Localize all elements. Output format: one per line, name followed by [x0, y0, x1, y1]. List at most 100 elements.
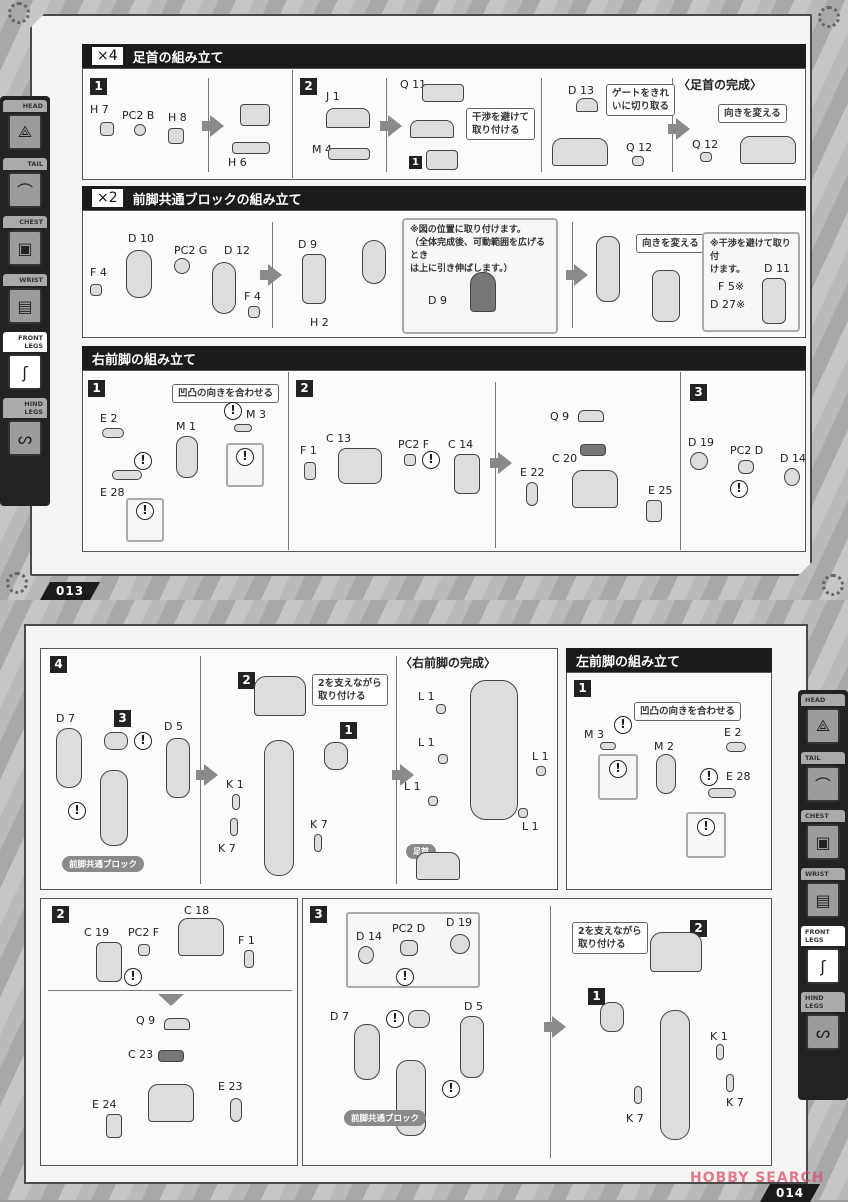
part-illustration [174, 258, 190, 274]
warning-icon: ! [386, 1010, 404, 1028]
side-tab-wrist[interactable]: WRIST▤ [3, 274, 47, 324]
step-arrow [544, 1016, 566, 1038]
part-illustration [470, 272, 496, 312]
side-tab-tail[interactable]: TAIL⌒ [801, 752, 845, 802]
part-illustration [168, 128, 184, 144]
part-label: PC2 D [730, 444, 764, 457]
front-legs-icon: ʃ [8, 354, 42, 390]
callout-change-orientation: 向きを変える [636, 234, 705, 253]
chest-icon: ▣ [806, 824, 840, 860]
right-leg-steps-box [82, 370, 806, 552]
step-arrow [668, 118, 690, 140]
part-label: C 18 [184, 904, 210, 917]
part-illustration [576, 98, 598, 112]
step-arrow [566, 264, 588, 286]
section-header-left-front-leg: 左前脚の組み立て [566, 648, 772, 672]
watermark: HOBBY SEARCH [690, 1170, 825, 1186]
step-number: 1 [88, 380, 105, 397]
side-tab-head[interactable]: HEAD⟁ [3, 100, 47, 150]
completion-title: 〈右前脚の完成〉 [400, 656, 497, 670]
part-illustration [96, 942, 122, 982]
part-illustration [726, 1074, 734, 1092]
part-illustration [148, 1084, 194, 1122]
part-illustration [324, 742, 348, 770]
gear-icon [8, 2, 30, 24]
warning-icon: ! [700, 768, 718, 786]
warning-icon: ! [134, 452, 152, 470]
part-illustration [652, 270, 680, 322]
wrist-icon: ▤ [8, 288, 42, 324]
part-label: F 4 [90, 266, 107, 279]
step-ref-badge: 1 [340, 722, 357, 739]
part-illustration [660, 1010, 690, 1140]
part-illustration [416, 852, 460, 880]
part-label: D 11 [764, 262, 790, 275]
section-title: 前脚共通ブロックの組み立て [132, 192, 302, 208]
part-label: D 19 [688, 436, 714, 449]
tail-icon: ⌒ [8, 172, 42, 208]
step-ref-badge: 1 [409, 156, 422, 169]
part-illustration [650, 932, 702, 972]
part-label: J 1 [326, 90, 340, 103]
part-label: E 2 [724, 726, 742, 739]
part-label: C 14 [448, 438, 474, 451]
part-illustration [100, 770, 128, 846]
part-label: H 2 [310, 316, 329, 329]
step-number: 1 [574, 680, 591, 697]
part-illustration [634, 1086, 642, 1104]
part-illustration [244, 950, 254, 968]
part-illustration [656, 754, 676, 794]
side-tab-tail[interactable]: TAIL⌒ [3, 158, 47, 208]
part-label: H 7 [90, 103, 109, 116]
part-label: PC2 G [174, 244, 208, 257]
side-tab-wrist[interactable]: WRIST▤ [801, 868, 845, 918]
warning-icon: ! [68, 802, 86, 820]
section-header-common-block: ×2 前脚共通ブロックの組み立て [82, 186, 806, 210]
part-label: Q 11 [400, 78, 427, 91]
side-tab-head[interactable]: HEAD⟁ [801, 694, 845, 744]
section-header-ankle: ×4 足首の組み立て [82, 44, 806, 68]
part-illustration [338, 448, 382, 484]
part-illustration [314, 834, 322, 852]
callout-align-notches: 凹凸の向きを合わせる [634, 702, 742, 721]
part-illustration [354, 1024, 380, 1080]
part-label: M 4 [312, 143, 332, 156]
step-number: 4 [50, 656, 67, 673]
part-illustration [740, 136, 796, 164]
part-illustration [176, 436, 198, 478]
part-illustration [134, 124, 146, 136]
part-illustration [738, 460, 754, 474]
part-label: D 7 [330, 1010, 349, 1023]
part-illustration [596, 236, 620, 302]
part-illustration [232, 794, 240, 810]
part-illustration [410, 120, 454, 138]
step-number: 3 [690, 384, 707, 401]
gear-icon [818, 6, 840, 28]
part-illustration [518, 808, 528, 818]
part-label: F 1 [300, 444, 317, 457]
part-label: D 14 [780, 452, 806, 465]
step-arrow [392, 764, 414, 786]
part-label: F 5※ [718, 280, 745, 293]
gear-icon [6, 572, 28, 594]
part-label: L 1 [418, 736, 435, 749]
part-illustration [164, 1018, 190, 1030]
part-label: D 5 [164, 720, 183, 733]
divider [541, 78, 542, 172]
part-illustration [328, 148, 370, 160]
part-illustration [526, 482, 538, 506]
detail-box [598, 754, 638, 800]
part-label: D 27※ [710, 298, 746, 311]
side-tab-chest[interactable]: CHEST▣ [801, 810, 845, 860]
part-label: D 9 [428, 294, 447, 307]
hind-legs-icon: ᔕ [806, 1014, 840, 1050]
step-arrow [490, 452, 512, 474]
warning-icon: ! [422, 451, 440, 469]
part-label: F 4 [244, 290, 261, 303]
side-tab-chest[interactable]: CHEST▣ [3, 216, 47, 266]
